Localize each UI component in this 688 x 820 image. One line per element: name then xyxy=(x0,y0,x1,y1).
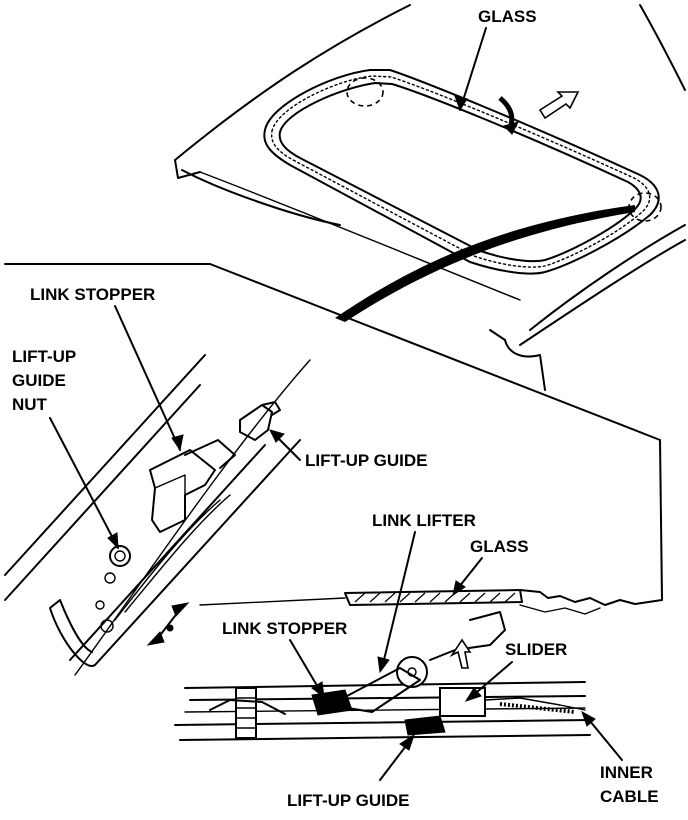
label-lift-up-guide-nut-1: LIFT-UP xyxy=(12,347,76,366)
leader-link-stopper-top xyxy=(114,305,181,451)
arrow-link-lifter xyxy=(377,656,390,674)
label-lift-up-guide-nut-2: GUIDE xyxy=(12,371,66,390)
arrow-lift-up-guide-mid xyxy=(269,429,285,443)
label-inner-cable-2: CABLE xyxy=(600,787,659,806)
arrow-link-stopper-bottom xyxy=(311,681,325,699)
label-slider: SLIDER xyxy=(505,640,567,659)
arrow-inner-cable xyxy=(581,710,596,727)
cable-band xyxy=(335,205,635,322)
label-lift-up-guide-bottom: LIFT-UP GUIDE xyxy=(287,791,409,810)
leader-lift-up-guide-nut xyxy=(49,417,119,549)
arrow-glass-detail xyxy=(452,580,466,597)
label-glass-detail: GLASS xyxy=(470,537,529,556)
connector-diag xyxy=(209,263,661,441)
tilt-arrow xyxy=(498,91,580,135)
connector-right xyxy=(659,439,663,601)
label-link-stopper-bottom: LINK STOPPER xyxy=(222,619,347,638)
arrow-glass-top xyxy=(454,95,468,112)
arrow-slider xyxy=(464,687,482,702)
label-inner-cable-1: INNER xyxy=(600,763,653,782)
label-link-lifter: LINK LIFTER xyxy=(372,511,476,530)
label-lift-up-guide-nut-3: NUT xyxy=(12,395,48,414)
arrow-link-stopper-top xyxy=(171,434,184,452)
arrow-lift-up-guide-bottom xyxy=(399,733,415,751)
arrow-lift-up-guide-nut xyxy=(107,532,119,550)
leader-glass-top xyxy=(459,27,487,111)
leader-link-lifter xyxy=(381,531,416,669)
left-rail-detail xyxy=(4,354,311,676)
roof-outline xyxy=(174,4,686,391)
label-glass-top: GLASS xyxy=(478,7,537,26)
sunroof-frame xyxy=(263,69,662,275)
label-lift-up-guide-mid: LIFT-UP GUIDE xyxy=(305,451,427,470)
label-link-stopper-top: LINK STOPPER xyxy=(30,285,155,304)
